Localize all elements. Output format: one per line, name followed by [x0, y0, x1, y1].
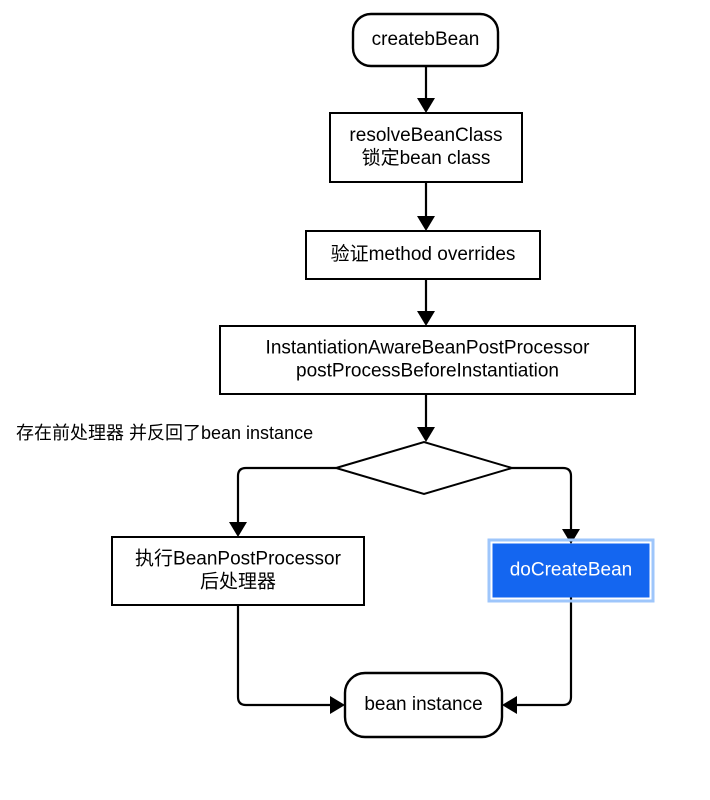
node-execute-beanpostprocessor-label-0: 执行BeanPostProcessor: [135, 548, 342, 570]
edges-layer: [229, 66, 580, 714]
edge-beanpostprocessor-to-bean-instance-line: [236, 605, 331, 707]
node-resolvebeanclass-label-1: 锁定bean class: [362, 147, 491, 169]
edge-decision-right-to-docreatebean-arrowhead: [562, 529, 580, 544]
node-decision-diamond[interactable]: [332, 440, 516, 496]
decision-condition-label: 存在前处理器 并反回了bean instance: [16, 423, 313, 443]
node-docreatebean-shape[interactable]: [492, 543, 650, 598]
node-bean-instance-shape[interactable]: [343, 671, 504, 739]
edge-decision-left-to-beanpostprocessor: [229, 466, 336, 537]
node-docreatebean-selection-halo: [487, 538, 655, 603]
node-createbbean[interactable]: createbBean: [351, 12, 500, 68]
node-resolvebeanclass-label-0: resolveBeanClass: [349, 125, 502, 146]
edge-decision-left-to-beanpostprocessor-line: [236, 466, 336, 530]
node-docreatebean[interactable]: doCreateBean: [487, 538, 655, 603]
node-createbbean-label-0: createbBean: [372, 29, 480, 50]
edge-docreatebean-to-bean-instance: [502, 597, 573, 714]
node-createbbean-shape[interactable]: [351, 12, 500, 68]
node-instantiation-aware-bean-post-processor-label-1: postProcessBeforeInstantiation: [296, 361, 559, 382]
labels-layer: 存在前处理器 并反回了bean instance: [16, 423, 313, 443]
edge-resolvebeanclass-to-validate: [417, 182, 435, 231]
node-execute-beanpostprocessor-label-1: 后处理器: [200, 571, 276, 593]
node-instantiation-aware-bean-post-processor-shape[interactable]: [219, 325, 636, 395]
edge-resolvebeanclass-to-validate-arrowhead: [417, 216, 435, 231]
node-bean-instance-label-0: bean instance: [364, 694, 482, 715]
edge-createbbean-to-resolvebeanclass-arrowhead: [417, 98, 435, 113]
node-bean-instance[interactable]: bean instance: [343, 671, 504, 739]
edge-beanpostprocessor-to-bean-instance: [236, 605, 345, 714]
edge-decision-left-to-beanpostprocessor-arrowhead: [229, 522, 247, 537]
node-validate-method-overrides[interactable]: 验证method overrides: [305, 230, 541, 280]
node-docreatebean-label-0: doCreateBean: [510, 560, 633, 581]
edge-decision-right-to-docreatebean-line: [512, 466, 573, 537]
node-validate-method-overrides-shape[interactable]: [305, 230, 541, 280]
edge-validate-to-instantiation-aware: [417, 279, 435, 326]
edge-docreatebean-to-bean-instance-line: [516, 597, 573, 707]
node-decision-diamond-shape[interactable]: [332, 440, 516, 496]
edge-validate-to-instantiation-aware-arrowhead: [417, 311, 435, 326]
edge-instantiation-aware-to-decision-arrowhead: [417, 427, 435, 442]
node-validate-method-overrides-label-0: 验证method overrides: [331, 243, 516, 265]
node-instantiation-aware-bean-post-processor-label-0: InstantiationAwareBeanPostProcessor: [266, 338, 591, 359]
node-execute-beanpostprocessor-shape[interactable]: [111, 536, 365, 606]
edge-decision-right-to-docreatebean: [512, 466, 580, 544]
node-resolvebeanclass-shape[interactable]: [329, 112, 523, 183]
node-instantiation-aware-bean-post-processor[interactable]: InstantiationAwareBeanPostProcessorpostP…: [219, 325, 636, 395]
edge-docreatebean-to-bean-instance-arrowhead: [502, 696, 517, 714]
edge-instantiation-aware-to-decision: [417, 394, 435, 442]
edge-createbbean-to-resolvebeanclass: [417, 66, 435, 113]
edge-beanpostprocessor-to-bean-instance-arrowhead: [330, 696, 345, 714]
